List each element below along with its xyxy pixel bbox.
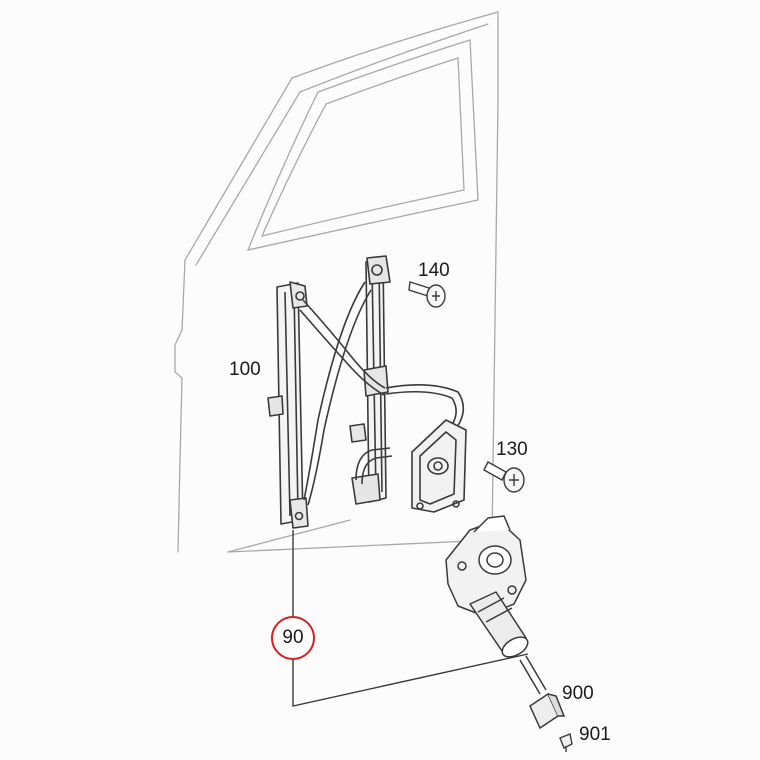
door-outline bbox=[174, 11, 499, 553]
label-130: 130 bbox=[496, 439, 528, 460]
callout-90-highlight: 90 bbox=[271, 616, 315, 660]
screw-140-icon bbox=[408, 281, 446, 308]
window-regulator bbox=[267, 255, 467, 529]
window-motor bbox=[445, 515, 547, 695]
leader-lines-90 bbox=[292, 530, 529, 707]
connector-900-icon bbox=[529, 692, 566, 730]
label-100: 100 bbox=[229, 359, 261, 380]
label-140: 140 bbox=[418, 260, 450, 281]
label-900: 900 bbox=[562, 683, 594, 704]
label-90: 90 bbox=[282, 627, 304, 648]
screw-130-icon bbox=[483, 461, 525, 493]
label-901: 901 bbox=[579, 724, 611, 745]
plug-901-icon bbox=[559, 733, 573, 752]
